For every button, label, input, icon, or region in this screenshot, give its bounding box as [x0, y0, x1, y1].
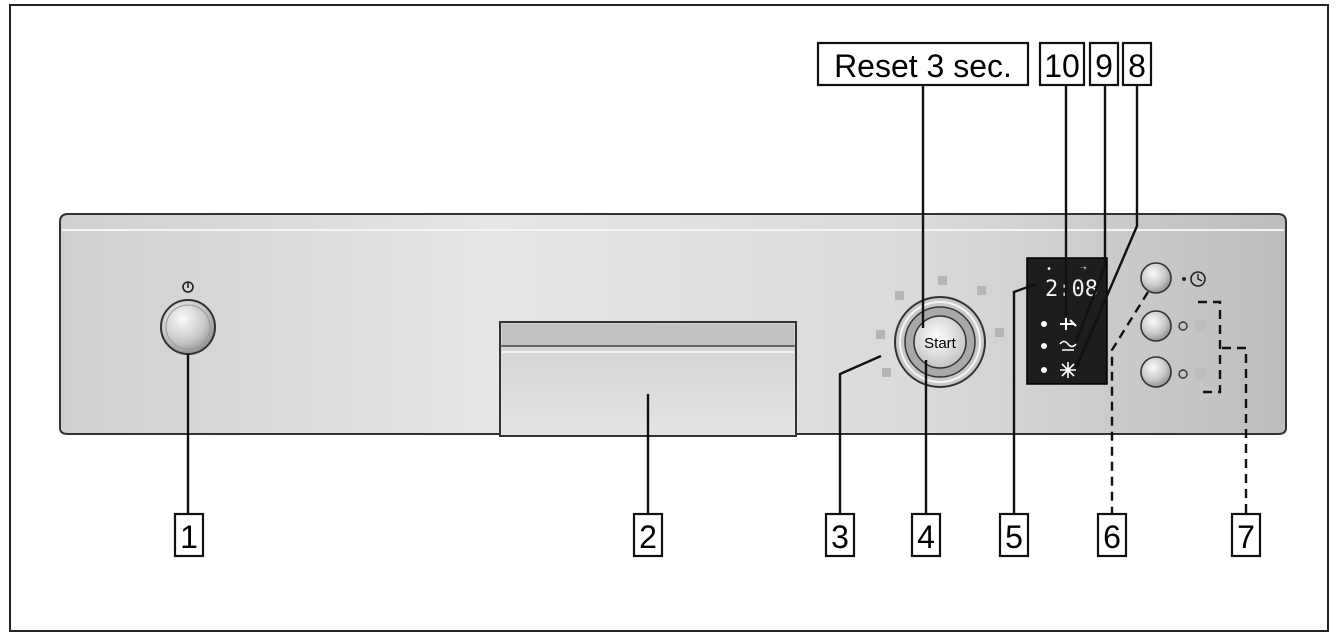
- svg-text:6: 6: [1103, 519, 1121, 555]
- svg-text:Reset 3 sec.: Reset 3 sec.: [834, 48, 1012, 84]
- leader-3: [838, 354, 882, 514]
- time-display: 2:08: [1045, 277, 1098, 302]
- clock-icon: [1182, 271, 1206, 287]
- callout-2: 2: [632, 512, 664, 558]
- leader-7: [1222, 346, 1248, 514]
- svg-text:1: 1: [180, 519, 198, 555]
- start-label: Start: [924, 335, 957, 352]
- water-tap-icon: [1060, 318, 1077, 330]
- svg-text:➝: ➝: [1080, 262, 1087, 275]
- leader-8: [1074, 83, 1139, 369]
- option-indicator-2: [1195, 368, 1206, 379]
- svg-text:9: 9: [1095, 48, 1113, 84]
- bracket-7a: [1198, 300, 1222, 394]
- svg-text:3: 3: [831, 519, 849, 555]
- power-icon: [182, 281, 194, 293]
- option-led-2: [1178, 369, 1188, 379]
- svg-text:10: 10: [1044, 48, 1080, 84]
- dashed-leaders: [1110, 291, 1248, 514]
- callout-3: 3: [824, 512, 856, 558]
- svg-text:•: •: [1046, 264, 1052, 275]
- program-indicators: [876, 276, 1004, 377]
- svg-text:7: 7: [1237, 519, 1255, 555]
- leader-5: [1012, 282, 1037, 514]
- start-button[interactable]: Start: [913, 315, 967, 369]
- main-switch[interactable]: [160, 299, 216, 355]
- option-button-1[interactable]: [1140, 310, 1172, 342]
- delay-timer-button[interactable]: [1140, 262, 1172, 294]
- svg-text:2: 2: [639, 519, 657, 555]
- callout-5: 5: [998, 512, 1030, 558]
- salt-icon: [1059, 340, 1077, 351]
- callout-10: 10: [1038, 41, 1086, 87]
- option-indicator-1: [1195, 320, 1206, 331]
- option-led-1: [1178, 321, 1188, 331]
- callout-6: 6: [1096, 512, 1128, 558]
- option-button-2[interactable]: [1140, 356, 1172, 388]
- callout-9: 9: [1088, 41, 1120, 87]
- callout-reset: Reset 3 sec.: [816, 41, 1030, 87]
- leader-9: [1074, 83, 1107, 343]
- leader-lines: [186, 83, 1139, 514]
- callout-1: 1: [173, 512, 205, 558]
- callout-8: 8: [1121, 41, 1153, 87]
- svg-text:8: 8: [1128, 48, 1146, 84]
- callout-7: 7: [1230, 512, 1262, 558]
- callout-4: 4: [910, 512, 942, 558]
- rinse-aid-icon: [1060, 362, 1076, 378]
- svg-text:4: 4: [917, 519, 935, 555]
- leader-6: [1110, 291, 1150, 514]
- svg-text:5: 5: [1005, 519, 1023, 555]
